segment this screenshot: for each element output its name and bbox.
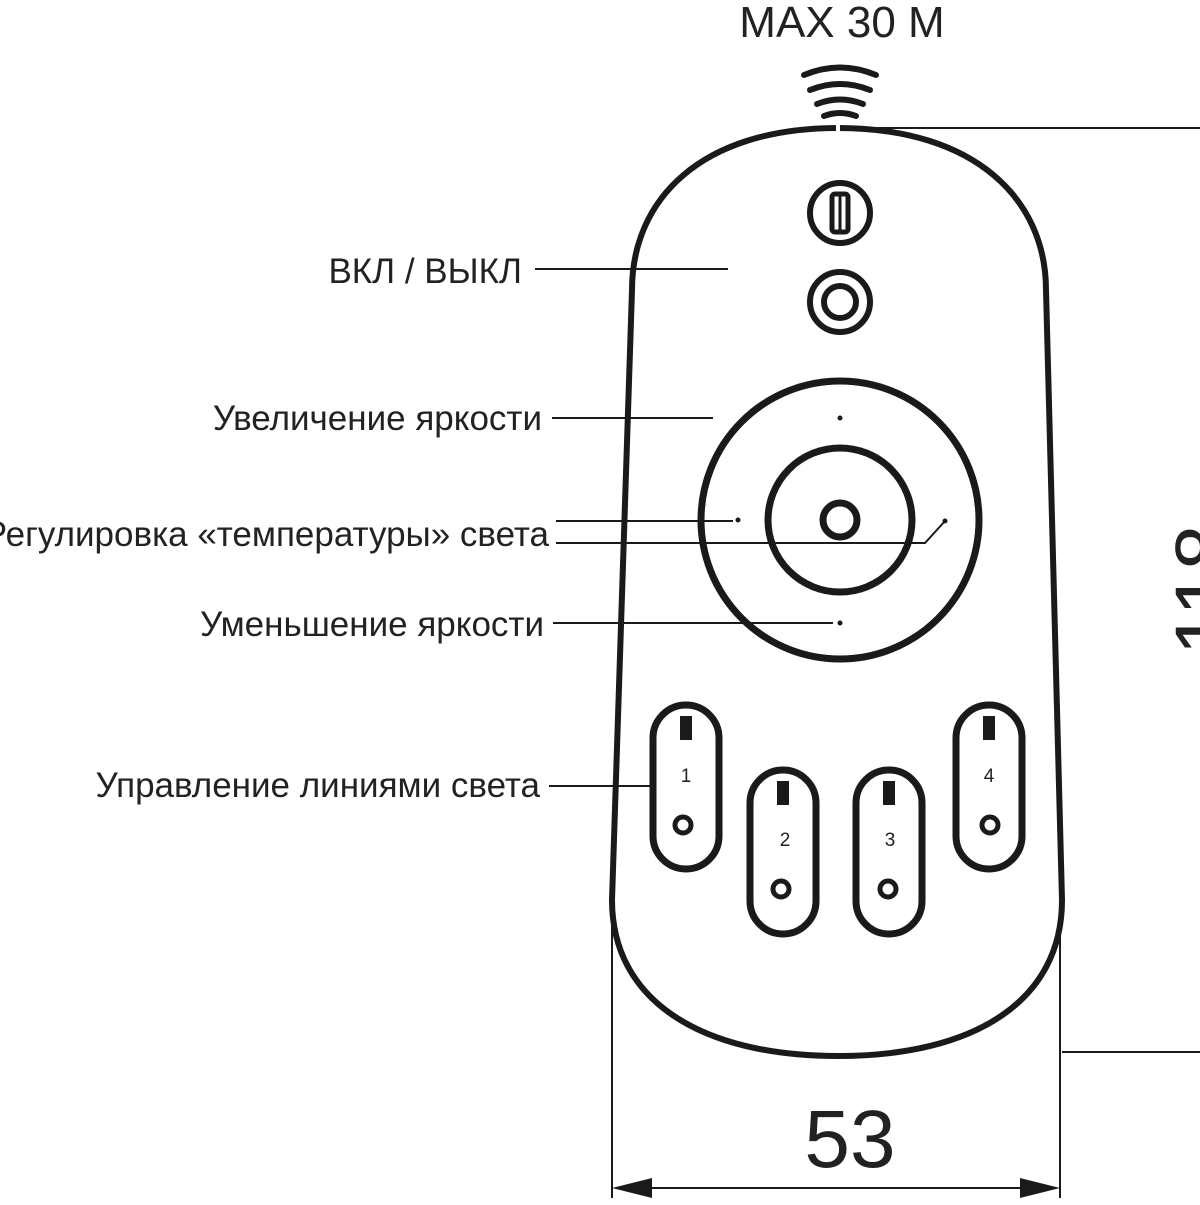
height-value: 118 — [1159, 525, 1200, 656]
label-zones: Управление линиями света — [95, 766, 540, 805]
zone-3-indicator — [883, 781, 895, 805]
brightness-down-dot — [837, 620, 843, 626]
zone-button-2[interactable]: 2 — [746, 766, 820, 938]
leader-lines — [535, 268, 946, 787]
label-brightness-down: Уменьшение яркости — [200, 605, 544, 644]
brightness-up-dot — [837, 415, 843, 421]
width-arrow-right — [1020, 1178, 1060, 1198]
power-off-button[interactable] — [807, 269, 873, 335]
leader-temperature-right — [556, 520, 946, 544]
zone-button-1[interactable]: 1 — [649, 701, 723, 873]
zone-3-label: 3 — [885, 830, 896, 851]
zone-button-4[interactable]: 4 — [952, 701, 1026, 873]
label-power: ВКЛ / ВЫКЛ — [328, 252, 522, 291]
zone-2-indicator — [777, 781, 789, 805]
label-color-temperature: Регулировка «температуры» света — [0, 515, 550, 554]
label-brightness-up: Увеличение яркости — [213, 399, 542, 438]
remote-body — [608, 124, 1066, 1060]
range-label: MAX 30 M — [739, 0, 944, 47]
touch-wheel[interactable] — [697, 377, 983, 663]
temperature-left-dot — [735, 517, 741, 523]
height-dimension — [862, 127, 1200, 1053]
zone-2-label: 2 — [780, 830, 791, 851]
width-value: 53 — [804, 1094, 895, 1185]
zone-4-indicator — [983, 716, 995, 740]
width-arrow-left — [612, 1178, 652, 1198]
wireless-signal-icon — [801, 64, 879, 119]
zone-1-label: 1 — [681, 766, 692, 787]
zone-1-indicator — [680, 716, 692, 740]
power-on-button[interactable] — [807, 180, 873, 246]
width-dimension — [611, 905, 1061, 1198]
zone-button-3[interactable]: 3 — [852, 766, 926, 938]
zone-4-label: 4 — [984, 766, 995, 787]
